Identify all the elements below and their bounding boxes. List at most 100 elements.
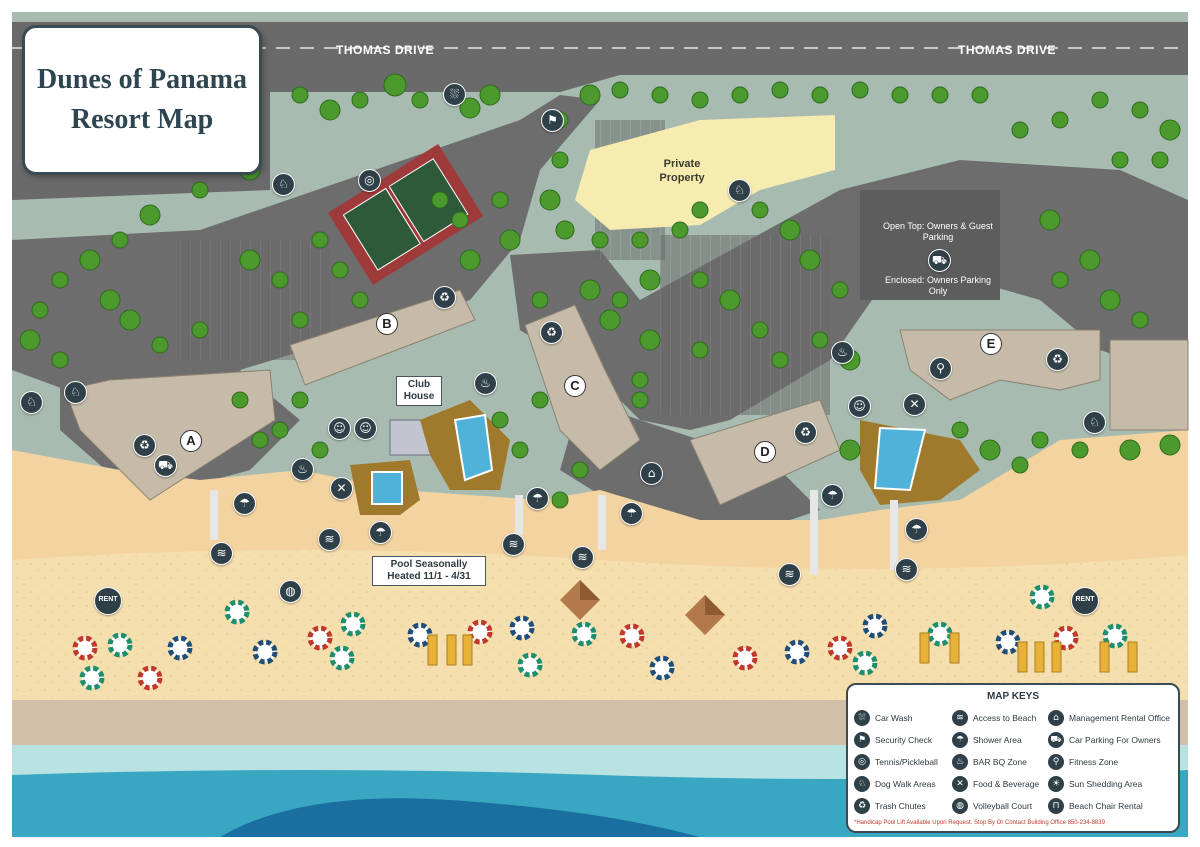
tree: [491, 411, 509, 429]
beach-access-icon[interactable]: ≋: [318, 528, 341, 551]
shower-icon[interactable]: ☂: [526, 487, 549, 510]
tree: [731, 86, 749, 104]
tree: [851, 81, 869, 99]
tree: [99, 289, 121, 311]
trash-icon[interactable]: ♻: [433, 286, 456, 309]
fitness-icon[interactable]: ⚲: [929, 357, 952, 380]
map-title-line-1: Dunes of Panama: [36, 64, 247, 95]
tree: [231, 391, 249, 409]
beach-umbrella: [571, 621, 597, 647]
building-label-b: B: [376, 313, 398, 335]
tree: [555, 220, 575, 240]
tree: [1119, 439, 1141, 461]
security-check-icon[interactable]: ⚑: [541, 109, 564, 132]
shower-icon[interactable]: ☂: [905, 518, 928, 541]
food-beverage-icon[interactable]: ✕: [903, 393, 926, 416]
pool-3: [873, 426, 927, 492]
tree: [1131, 101, 1149, 119]
beach-access-icon: ≋: [952, 710, 968, 726]
pool-1: [453, 413, 494, 482]
dog-walk-icon[interactable]: ♘: [20, 391, 43, 414]
tennis-icon[interactable]: ◎: [358, 169, 381, 192]
tree: [839, 439, 861, 461]
tree: [799, 249, 821, 271]
boardwalk-3: [598, 495, 606, 550]
tree: [291, 391, 309, 409]
restroom-icon[interactable]: ☺: [354, 417, 377, 440]
beach-chair: [1034, 641, 1045, 673]
building-f: [1109, 339, 1189, 431]
beach-umbrella: [619, 623, 645, 649]
tree: [551, 491, 569, 509]
tree: [19, 329, 41, 351]
trash-icon[interactable]: ♻: [1046, 348, 1069, 371]
legend-item-label: Security Check: [875, 735, 933, 745]
tree: [411, 91, 429, 109]
beach-chair: [949, 632, 960, 664]
bbq-icon[interactable]: ♨: [291, 458, 314, 481]
trash-icon[interactable]: ♻: [540, 321, 563, 344]
sun-shade-pyramid-2: [685, 595, 725, 635]
beach-umbrella: [329, 645, 355, 671]
dog-walk-icon[interactable]: ♘: [728, 179, 751, 202]
dog-walk-icon[interactable]: ♘: [64, 381, 87, 404]
shower-icon[interactable]: ☂: [821, 484, 844, 507]
tree: [1071, 441, 1089, 459]
car-parking-icon[interactable]: ⛟: [928, 249, 951, 272]
legend-item-shower: ☂Shower Area: [952, 731, 1022, 749]
trash-icon[interactable]: ♻: [794, 421, 817, 444]
beach-access-icon[interactable]: ≋: [895, 558, 918, 581]
tree: [811, 86, 829, 104]
beach-access-icon[interactable]: ≋: [778, 563, 801, 586]
tree: [639, 269, 661, 291]
beach-umbrella: [252, 639, 278, 665]
beach-access-icon[interactable]: ≋: [571, 546, 594, 569]
map-title-card: Dunes of Panama Resort Map: [22, 25, 262, 175]
restroom-icon[interactable]: ☺: [848, 395, 871, 418]
tree: [251, 431, 269, 449]
beach-umbrella: [79, 665, 105, 691]
beach-umbrella: [72, 635, 98, 661]
trash-icon[interactable]: ♻: [133, 434, 156, 457]
trash-icon: ♻: [854, 798, 870, 814]
car-parking-icon[interactable]: ⛟: [154, 454, 177, 477]
fitness-icon: ⚲: [1048, 754, 1064, 770]
tree: [451, 211, 469, 229]
beach-chair-rental-icon[interactable]: RENT: [1071, 587, 1099, 615]
tree: [291, 311, 309, 329]
tree: [479, 84, 501, 106]
shower-icon[interactable]: ☂: [233, 492, 256, 515]
rental-office-icon[interactable]: ⌂: [640, 462, 663, 485]
shower-icon[interactable]: ☂: [620, 502, 643, 525]
building-a: [64, 369, 276, 501]
food-beverage-icon[interactable]: ✕: [330, 477, 353, 500]
tree: [599, 309, 621, 331]
shower-icon[interactable]: ☂: [369, 521, 392, 544]
beach-umbrella: [1102, 623, 1128, 649]
beach-access-icon[interactable]: ≋: [502, 533, 525, 556]
tree: [1111, 151, 1129, 169]
bbq-icon[interactable]: ♨: [474, 372, 497, 395]
street-label-left: THOMAS DRIVE: [336, 43, 435, 57]
boardwalk-1: [210, 490, 218, 540]
legend-item-food: ✕Food & Beverage: [952, 775, 1039, 793]
tree: [351, 291, 369, 309]
tree: [1151, 151, 1169, 169]
beach-chair-rental-icon[interactable]: RENT: [94, 587, 122, 615]
legend-item-label: Access to Beach: [973, 713, 1037, 723]
legend-item-label: Food & Beverage: [973, 779, 1040, 789]
beach-access-icon[interactable]: ≋: [210, 542, 233, 565]
tree: [531, 291, 549, 309]
car-wash-icon[interactable]: ⛆: [443, 83, 466, 106]
bbq-icon[interactable]: ♨: [831, 341, 854, 364]
beach-umbrella: [649, 655, 675, 681]
tree: [191, 321, 209, 339]
volleyball-icon[interactable]: ◍: [279, 580, 302, 603]
legend-item-label: Car Wash: [875, 713, 913, 723]
restroom-icon[interactable]: ☺: [328, 417, 351, 440]
dog-walk-icon[interactable]: ♘: [1083, 411, 1106, 434]
dog-walk-icon[interactable]: ♘: [272, 173, 295, 196]
legend-note: *Handicap Pool Lift Available Upon Reque…: [854, 820, 1105, 826]
tree: [51, 271, 69, 289]
